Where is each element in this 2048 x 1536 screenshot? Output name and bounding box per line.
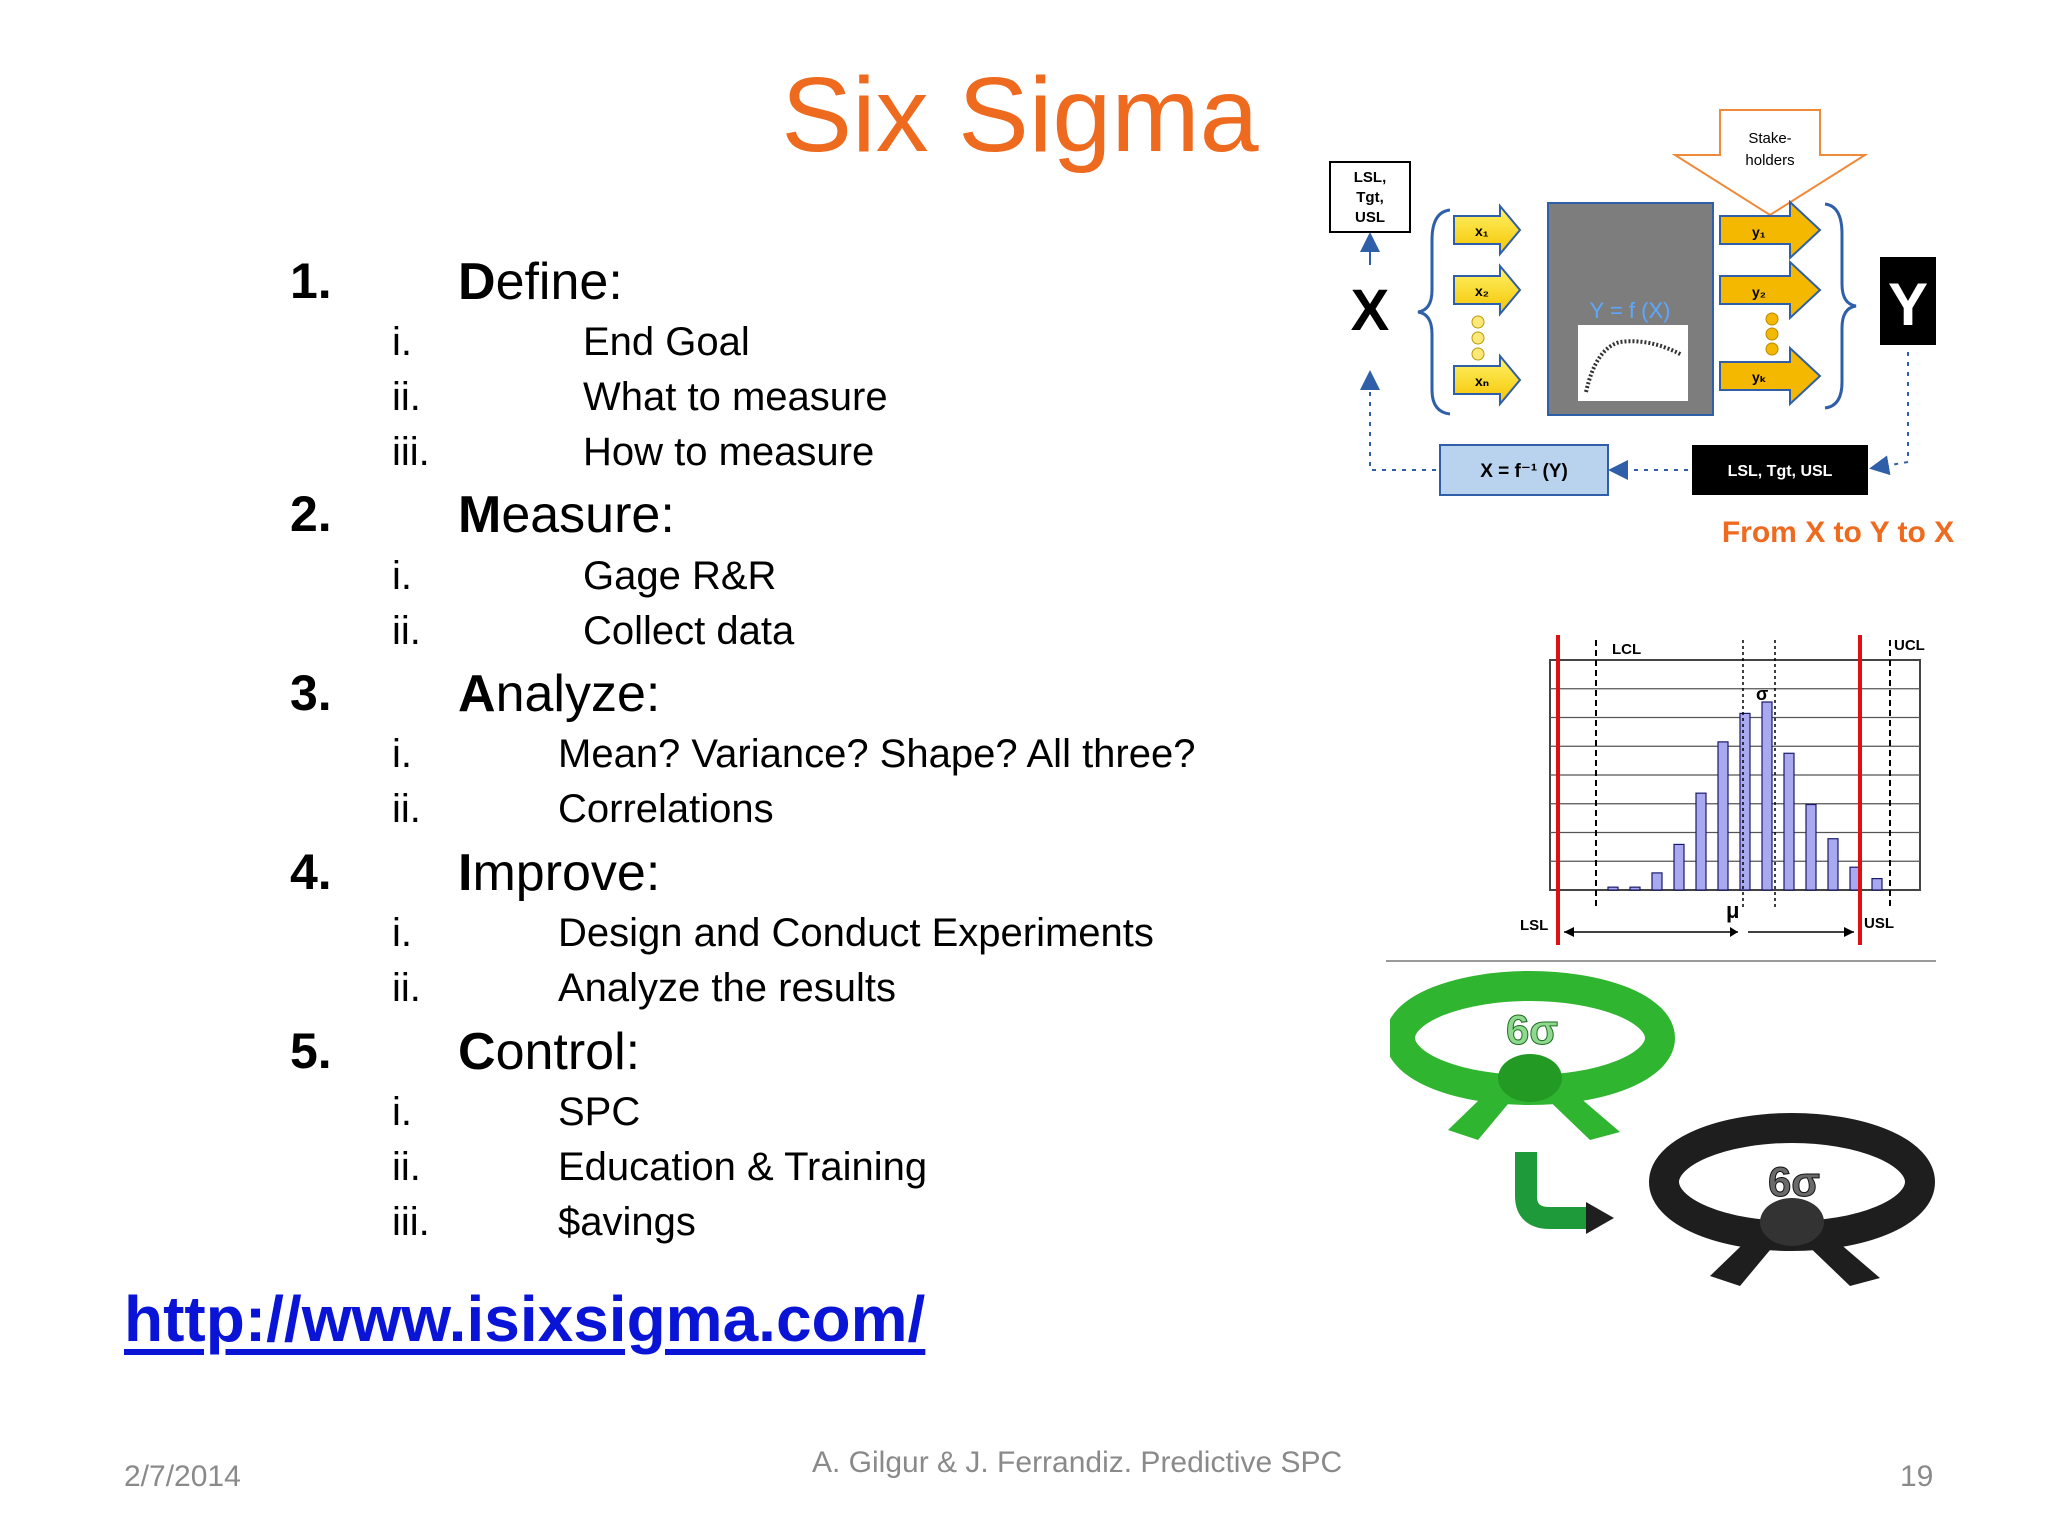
svg-text:x₂: x₂ xyxy=(1475,283,1489,299)
histogram-bars xyxy=(1607,701,1883,891)
sub-item: Analyze the results xyxy=(558,966,896,1010)
black-belt-label: 6σ xyxy=(1768,1158,1820,1205)
sub-item: Education & Training xyxy=(558,1145,928,1189)
sub-numeral: i. xyxy=(392,732,412,776)
sub-item: $avings xyxy=(558,1200,696,1244)
sub-numeral: ii. xyxy=(392,375,421,419)
step-heading: Measure: xyxy=(458,486,675,544)
page-number: 19 xyxy=(1900,1460,1934,1493)
footer-date: 2/7/2014 xyxy=(124,1460,241,1493)
ucl-label: UCL xyxy=(1894,637,1925,654)
mu-label: μ xyxy=(1726,898,1739,923)
lsl-label: LSL, xyxy=(1354,169,1387,186)
promotion-arrow xyxy=(1515,1152,1590,1229)
sub-numeral: ii. xyxy=(392,609,421,653)
sub-item: Design and Conduct Experiments xyxy=(558,911,1154,955)
function-label: Y = f (X) xyxy=(1590,298,1671,323)
svg-text:yₖ: yₖ xyxy=(1752,369,1767,385)
svg-text:y₁: y₁ xyxy=(1752,224,1766,240)
isixsigma-link[interactable]: http://www.isixsigma.com/ xyxy=(124,1283,926,1355)
y-box xyxy=(1880,257,1936,345)
svg-text:y₂: y₂ xyxy=(1752,284,1766,300)
input-arrow: x₁ xyxy=(1453,203,1522,257)
histogram-bar xyxy=(1717,741,1729,891)
svg-text:x₁: x₁ xyxy=(1475,223,1489,239)
lsl-label: LSL xyxy=(1520,917,1548,934)
svg-text:holders: holders xyxy=(1745,152,1794,169)
step-number: 4. xyxy=(290,844,332,900)
sub-numeral: i. xyxy=(392,320,412,364)
green-belt-label: 6σ xyxy=(1506,1006,1558,1053)
histogram-bar xyxy=(1607,886,1619,891)
histogram-bar xyxy=(1651,872,1663,891)
sub-numeral: ii. xyxy=(392,1145,421,1189)
histogram-bar xyxy=(1739,712,1751,891)
step-heading: Define: xyxy=(458,253,623,311)
sigma-label: σ xyxy=(1756,684,1768,704)
sub-numeral: ii. xyxy=(392,966,421,1010)
histogram-bar xyxy=(1783,752,1795,891)
step-number: 5. xyxy=(290,1023,332,1079)
sub-numeral: iii. xyxy=(392,1200,430,1244)
sub-item: Collect data xyxy=(583,609,795,653)
scatter-thumbnail xyxy=(1578,325,1688,401)
svg-text:xₙ: xₙ xyxy=(1475,373,1489,389)
sub-item: SPC xyxy=(558,1090,641,1134)
step-heading: Improve: xyxy=(458,844,661,902)
histogram-bar xyxy=(1805,803,1817,891)
step-heading: Analyze: xyxy=(458,665,661,723)
svg-text:X = f⁻¹ (Y): X = f⁻¹ (Y) xyxy=(1480,461,1568,482)
spec-output-box xyxy=(1692,445,1868,495)
lcl-label: LCL xyxy=(1612,641,1641,658)
sub-item: Correlations xyxy=(558,787,774,831)
usl-label: USL xyxy=(1864,915,1894,932)
histogram-bar xyxy=(1695,792,1707,891)
sub-item: What to measure xyxy=(583,375,888,419)
input-arrow: xₙ xyxy=(1453,353,1522,407)
green-belt: 6σ xyxy=(1390,971,1675,1140)
sub-numeral: ii. xyxy=(392,787,421,831)
belts-graphic: 6σ 6σ xyxy=(1390,971,1935,1286)
stakeholders-arrow xyxy=(1671,109,1869,217)
process-diagram: LSL, Tgt, USL X x₁ x₂ xₙ Y = f (X) Stake… xyxy=(1329,109,1954,549)
diagram-caption: From X to Y to X xyxy=(1722,516,1954,549)
slide-title: Six Sigma xyxy=(781,56,1259,174)
y-label: Y xyxy=(1888,271,1928,338)
step-heading: Control: xyxy=(458,1023,641,1081)
sub-item: How to measure xyxy=(583,430,875,474)
histogram-bar xyxy=(1827,838,1839,891)
step-number: 2. xyxy=(290,486,332,542)
footer-author: A. Gilgur & J. Ferrandiz. Predictive SPC xyxy=(812,1446,1343,1479)
control-histogram: LCL UCL LSL USL μ σ xyxy=(1520,635,1925,945)
output-brace xyxy=(1824,202,1857,410)
input-brace xyxy=(1417,208,1451,416)
histogram-bar xyxy=(1629,886,1641,891)
sub-item: Gage R&R xyxy=(583,554,777,598)
sub-numeral: i. xyxy=(392,1090,412,1134)
sub-numeral: iii. xyxy=(392,430,430,474)
sub-item: Mean? Variance? Shape? All three? xyxy=(558,732,1196,776)
histogram-bar xyxy=(1673,843,1685,891)
svg-text:LSL, Tgt, USL: LSL, Tgt, USL xyxy=(1728,463,1833,480)
svg-text:Stake-: Stake- xyxy=(1748,130,1791,147)
input-arrow: x₂ xyxy=(1453,263,1522,317)
sub-numeral: i. xyxy=(392,554,412,598)
sub-item: End Goal xyxy=(583,320,750,364)
step-number: 3. xyxy=(290,665,332,721)
sub-numeral: i. xyxy=(392,911,412,955)
x-label: X xyxy=(1351,278,1390,343)
output-arrow: yₖ xyxy=(1719,345,1822,407)
spec-limits-box xyxy=(1329,161,1411,233)
output-arrow: y₂ xyxy=(1719,259,1822,321)
histogram-bar xyxy=(1761,701,1773,891)
inverse-function-box xyxy=(1439,444,1609,496)
divider xyxy=(1386,960,1936,962)
step-number: 1. xyxy=(290,253,332,309)
black-belt: 6σ xyxy=(1649,1113,1935,1286)
usl-label: USL xyxy=(1355,209,1385,226)
output-arrow: y₁ xyxy=(1719,199,1822,261)
histogram-bar xyxy=(1871,878,1883,891)
tgt-label: Tgt, xyxy=(1356,189,1384,206)
